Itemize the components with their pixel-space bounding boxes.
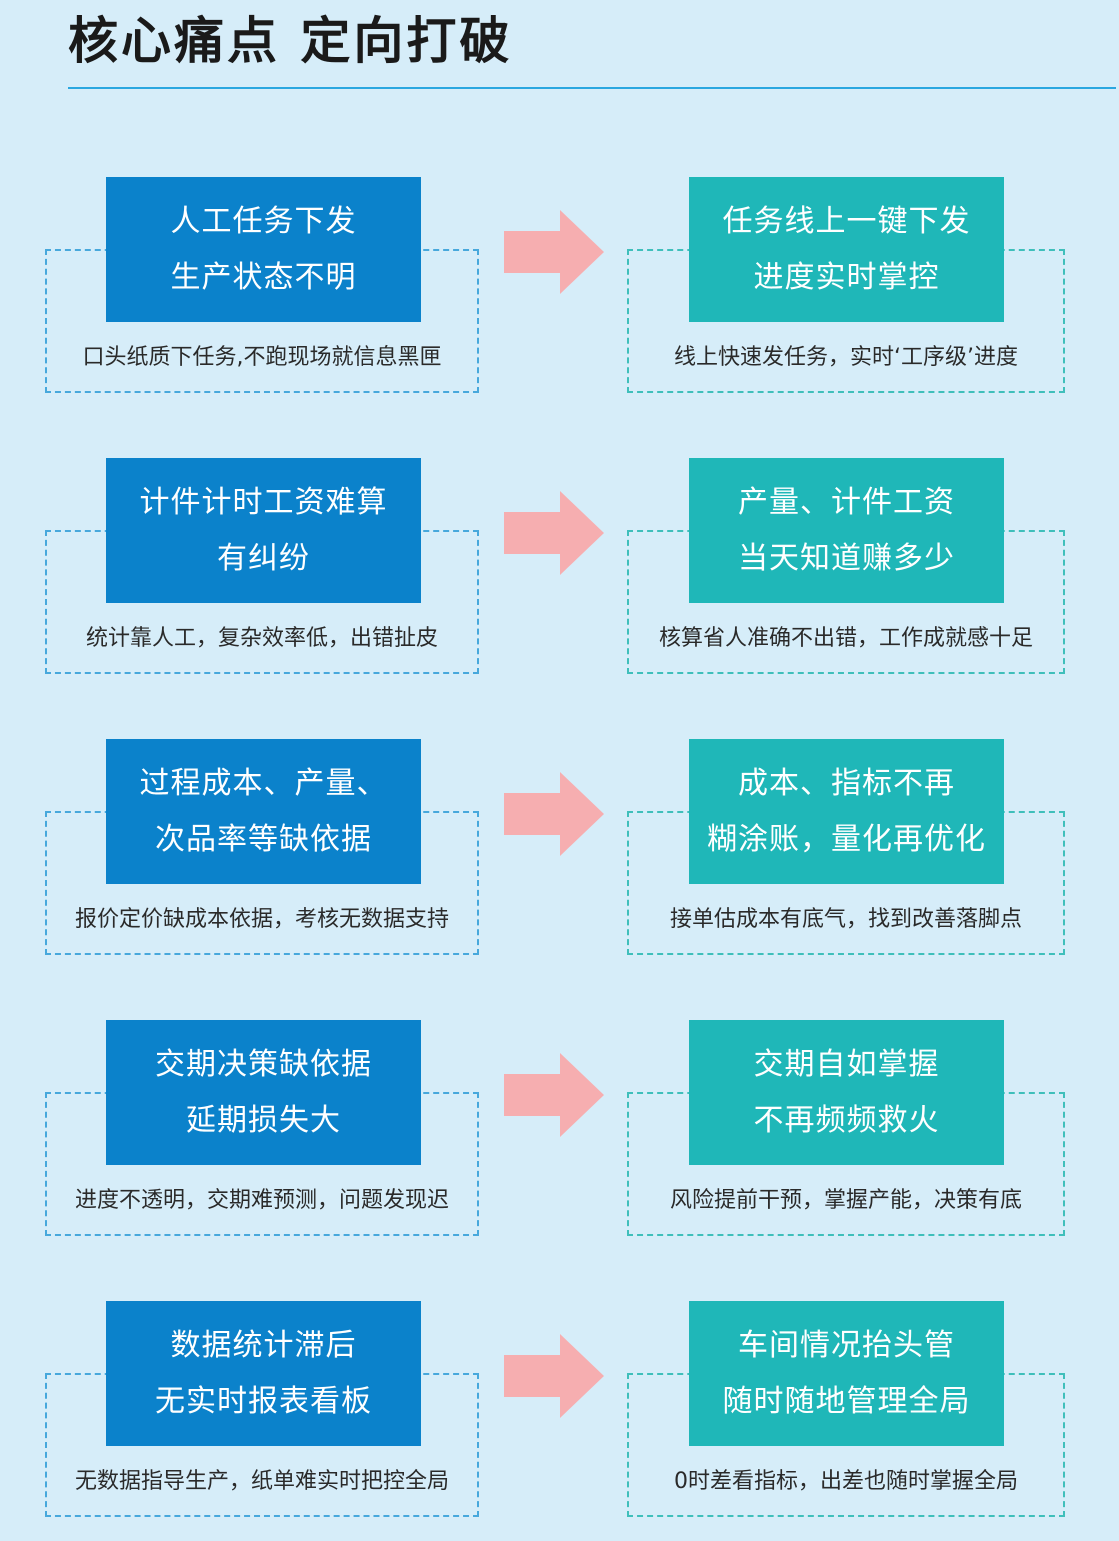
solution-title-line1: 交期自如掌握 bbox=[753, 1046, 940, 1082]
arrow-right-icon bbox=[504, 210, 604, 294]
title-underline bbox=[68, 87, 1116, 89]
pain-solution-row: 交期决策缺依据 延期损失大 交期自如掌握 不再频频救火 进度不透明，交期难预测，… bbox=[0, 1020, 1119, 1240]
solution-description: 线上快速发任务，实时‘工序级’进度 bbox=[674, 345, 1018, 370]
pain-solution-row: 数据统计滞后 无实时报表看板 车间情况抬头管 随时随地管理全局 无数据指导生产，… bbox=[0, 1301, 1119, 1521]
solution-title-line1: 成本、指标不再 bbox=[738, 765, 955, 801]
pain-description: 报价定价缺成本依据，考核无数据支持 bbox=[74, 907, 449, 932]
solution-title-line2: 进度实时掌控 bbox=[753, 259, 940, 295]
solution-title-line1: 任务线上一键下发 bbox=[722, 203, 971, 239]
pain-box: 计件计时工资难算 有纠纷 bbox=[106, 458, 421, 603]
pain-title-line1: 过程成本、产量、 bbox=[139, 765, 388, 801]
pain-description: 统计靠人工，复杂效率低，出错扯皮 bbox=[85, 626, 438, 651]
pain-box: 交期决策缺依据 延期损失大 bbox=[106, 1020, 421, 1165]
solution-title-line2: 不再频频救火 bbox=[753, 1102, 940, 1138]
solution-title-line2: 随时随地管理全局 bbox=[722, 1383, 971, 1419]
pain-box: 数据统计滞后 无实时报表看板 bbox=[106, 1301, 421, 1446]
solution-description: 接单估成本有底气，找到改善落脚点 bbox=[669, 907, 1022, 932]
pain-solution-row: 人工任务下发 生产状态不明 任务线上一键下发 进度实时掌控 口头纸质下任务,不跑… bbox=[0, 177, 1119, 397]
arrow-right-icon bbox=[504, 772, 604, 856]
pain-title-line1: 人工任务下发 bbox=[170, 203, 357, 239]
pain-title-line2: 延期损失大 bbox=[186, 1102, 341, 1138]
solution-title-line1: 车间情况抬头管 bbox=[738, 1327, 955, 1363]
arrow-right-icon bbox=[504, 1334, 604, 1418]
pain-title-line2: 有纠纷 bbox=[217, 540, 310, 576]
pain-title-line2: 无实时报表看板 bbox=[155, 1383, 372, 1419]
arrow-right-icon bbox=[504, 491, 604, 575]
pain-description: 口头纸质下任务,不跑现场就信息黑匣 bbox=[82, 345, 442, 370]
pain-title-line2: 次品率等缺依据 bbox=[155, 821, 372, 857]
solution-description: 风险提前干预，掌握产能，决策有底 bbox=[669, 1188, 1022, 1213]
solution-box: 交期自如掌握 不再频频救火 bbox=[689, 1020, 1004, 1165]
pain-box: 过程成本、产量、 次品率等缺依据 bbox=[106, 739, 421, 884]
pain-description: 无数据指导生产，纸单难实时把控全局 bbox=[74, 1469, 449, 1494]
arrow-right-icon bbox=[504, 1053, 604, 1137]
solution-box: 车间情况抬头管 随时随地管理全局 bbox=[689, 1301, 1004, 1446]
pain-title-line1: 计件计时工资难算 bbox=[139, 484, 388, 520]
solution-box: 产量、计件工资 当天知道赚多少 bbox=[689, 458, 1004, 603]
solution-description: 核算省人准确不出错，工作成就感十足 bbox=[658, 626, 1033, 651]
page-title: 核心痛点 定向打破 bbox=[68, 12, 513, 70]
solution-description: 0时差看指标，出差也随时掌握全局 bbox=[674, 1469, 1018, 1494]
pain-description: 进度不透明，交期难预测，问题发现迟 bbox=[74, 1188, 449, 1213]
pain-solution-row: 计件计时工资难算 有纠纷 产量、计件工资 当天知道赚多少 统计靠人工，复杂效率低… bbox=[0, 458, 1119, 678]
pain-title-line1: 数据统计滞后 bbox=[170, 1327, 357, 1363]
pain-title-line2: 生产状态不明 bbox=[170, 259, 357, 295]
pain-title-line1: 交期决策缺依据 bbox=[155, 1046, 372, 1082]
solution-title-line2: 糊涂账，量化再优化 bbox=[707, 821, 986, 857]
solution-box: 任务线上一键下发 进度实时掌控 bbox=[689, 177, 1004, 322]
solution-title-line1: 产量、计件工资 bbox=[738, 484, 955, 520]
solution-box: 成本、指标不再 糊涂账，量化再优化 bbox=[689, 739, 1004, 884]
pain-box: 人工任务下发 生产状态不明 bbox=[106, 177, 421, 322]
pain-solution-row: 过程成本、产量、 次品率等缺依据 成本、指标不再 糊涂账，量化再优化 报价定价缺… bbox=[0, 739, 1119, 959]
solution-title-line2: 当天知道赚多少 bbox=[738, 540, 955, 576]
